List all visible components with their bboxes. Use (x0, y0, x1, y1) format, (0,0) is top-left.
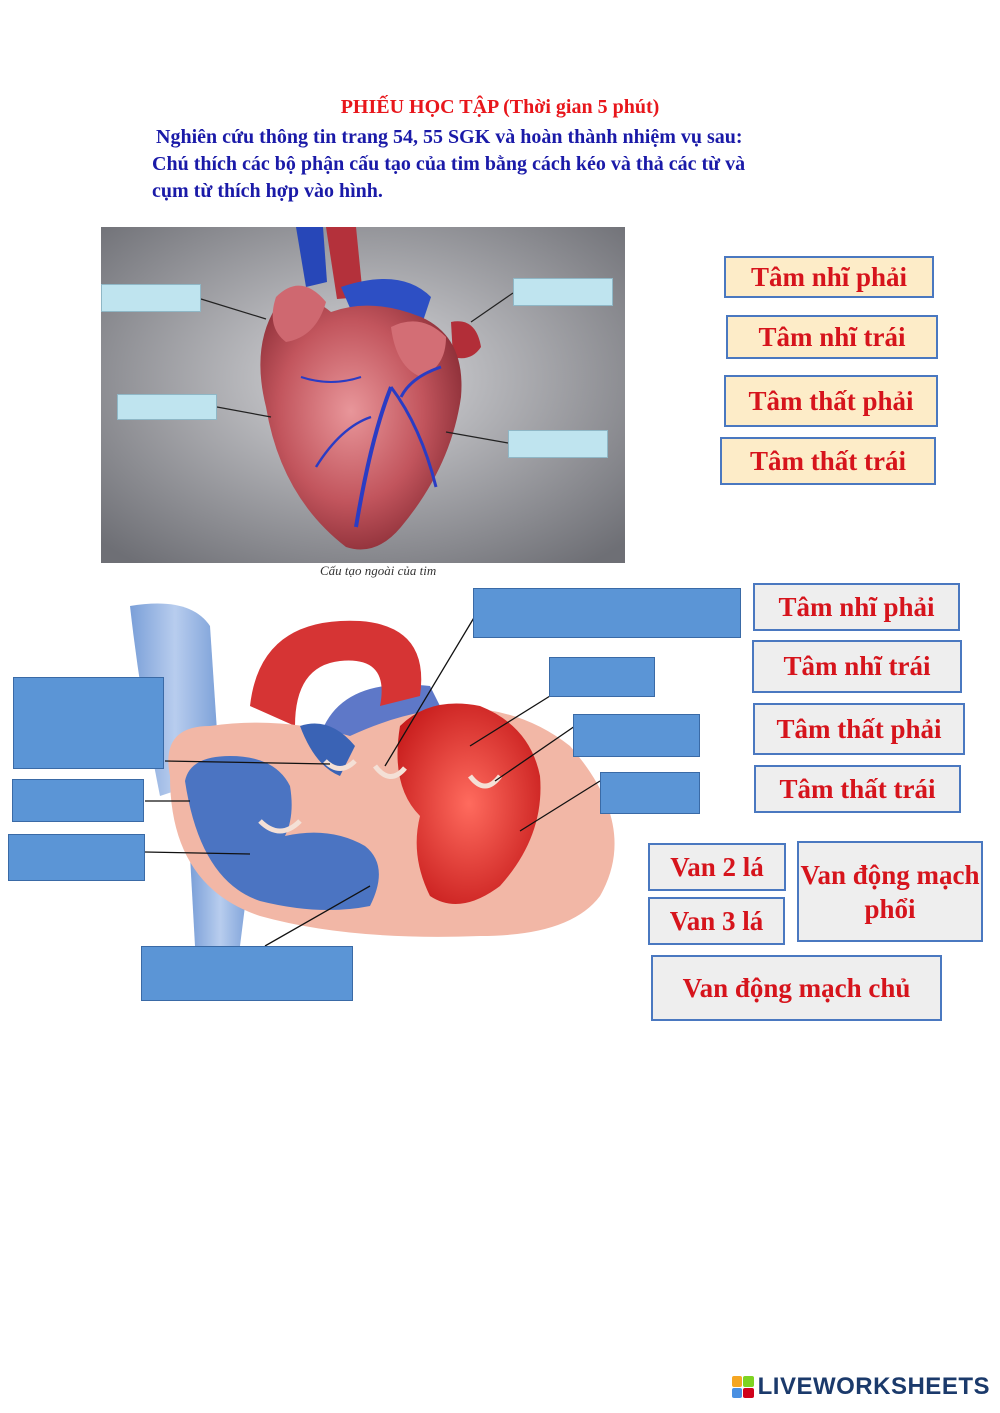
internal-heart-image (100, 596, 640, 946)
instruction-line-1: Nghiên cứu thông tin trang 54, 55 SGK và… (156, 126, 743, 148)
liveworksheets-brand: LIVEWORKSHEETS (731, 1373, 990, 1401)
word-tam-that-phai-1[interactable]: Tâm thất phải (724, 375, 938, 427)
instruction-line-2: Chú thích các bộ phận cấu tạo của tim bằ… (152, 153, 746, 175)
word-tam-nhi-phai-1[interactable]: Tâm nhĩ phải (724, 256, 934, 298)
word-van-dong-mach-chu[interactable]: Van động mạch chủ (651, 955, 942, 1021)
drop-zone-internal-2[interactable] (549, 657, 655, 697)
instruction-line-3: cụm từ thích hợp vào hình. (152, 180, 383, 202)
word-tam-that-trai-2[interactable]: Tâm thất trái (754, 765, 961, 813)
worksheet-title: PHIẾU HỌC TẬP (Thời gian 5 phút) (340, 96, 660, 118)
word-van-3-la[interactable]: Van 3 lá (648, 897, 785, 945)
drop-zone-internal-4[interactable] (600, 772, 700, 814)
drop-zone-external-2[interactable] (513, 278, 613, 306)
word-tam-nhi-trai-2[interactable]: Tâm nhĩ trái (752, 640, 962, 693)
liveworksheets-logo-icon (731, 1376, 754, 1398)
drop-zone-internal-5[interactable] (13, 677, 164, 769)
word-van-2-la[interactable]: Van 2 lá (648, 843, 786, 891)
drop-zone-external-1[interactable] (101, 284, 201, 312)
word-tam-nhi-trai-1[interactable]: Tâm nhĩ trái (726, 315, 938, 359)
word-tam-that-trai-1[interactable]: Tâm thất trái (720, 437, 936, 485)
drop-zone-internal-6[interactable] (12, 779, 144, 822)
drop-zone-external-3[interactable] (117, 394, 217, 420)
word-tam-nhi-phai-2[interactable]: Tâm nhĩ phải (753, 583, 960, 631)
external-heart-caption: Cấu tạo ngoài của tim (320, 563, 437, 578)
brand-name: LIVEWORKSHEETS (757, 1373, 990, 1400)
drop-zone-internal-3[interactable] (573, 714, 700, 757)
drop-zone-external-4[interactable] (508, 430, 608, 458)
drop-zone-internal-8[interactable] (141, 946, 353, 1001)
drop-zone-internal-1[interactable] (473, 588, 741, 638)
word-van-dong-mach-phoi[interactable]: Van động mạch phổi (797, 841, 983, 942)
word-tam-that-phai-2[interactable]: Tâm thất phải (753, 703, 965, 755)
drop-zone-internal-7[interactable] (8, 834, 145, 881)
